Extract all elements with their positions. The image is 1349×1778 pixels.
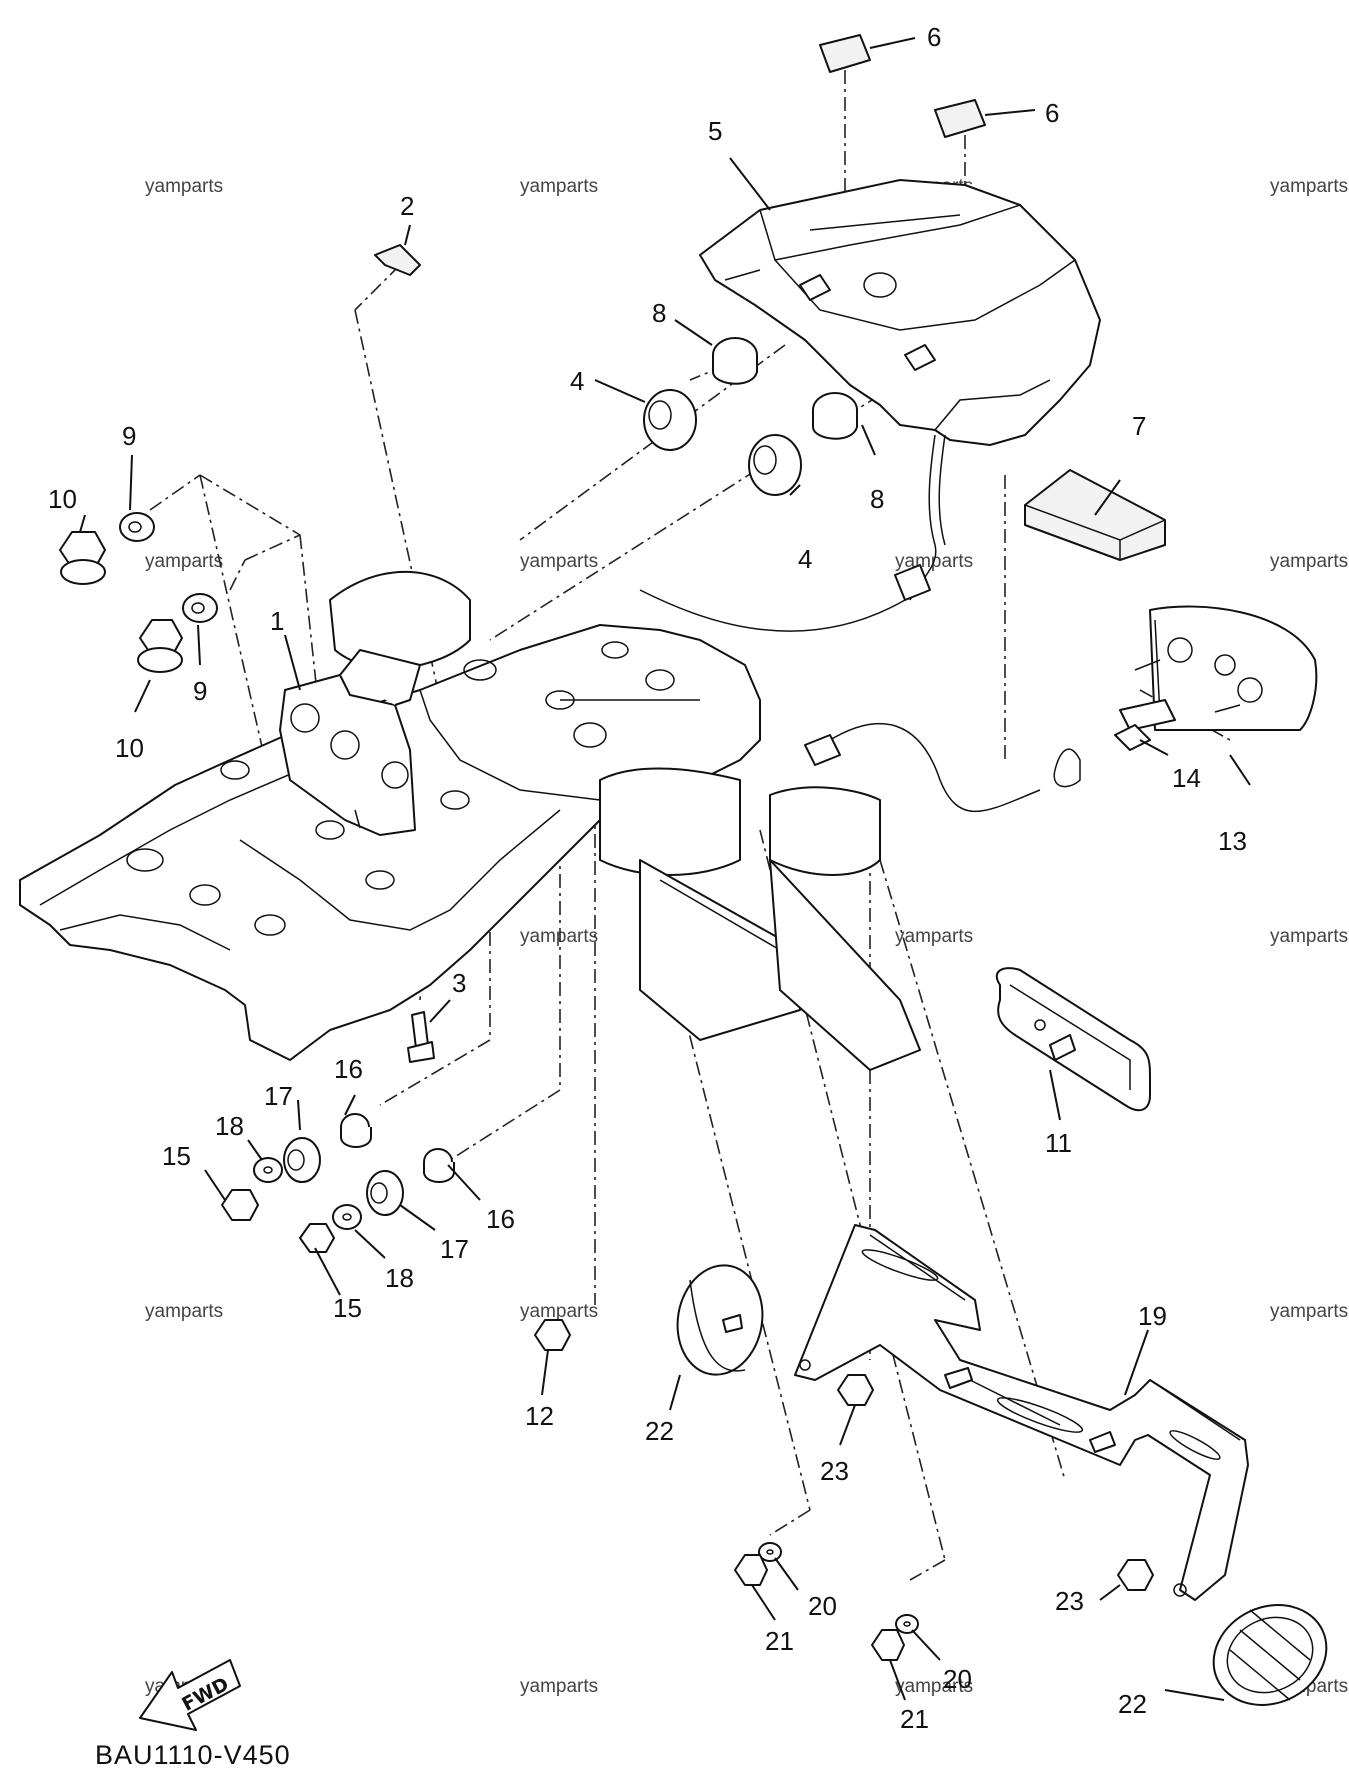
wiring	[639, 434, 1041, 812]
washer-part-9	[119, 512, 218, 623]
callout-3: 3	[452, 968, 466, 998]
callout-1: 1	[270, 606, 284, 636]
callout-18: 18	[385, 1263, 414, 1293]
callout-9: 9	[193, 676, 207, 706]
watermark: yamparts	[520, 926, 598, 947]
collar-part-8	[712, 337, 858, 440]
grommet-part-4	[643, 389, 802, 496]
watermark: yamparts	[145, 1301, 223, 1322]
forward-arrow-icon: FWD	[139, 1659, 241, 1731]
callout-12: 12	[525, 1401, 554, 1431]
callout-15: 15	[162, 1141, 191, 1171]
callout-6: 6	[1045, 98, 1059, 128]
callout-10: 10	[48, 484, 77, 514]
watermark: yamparts	[520, 551, 598, 572]
callout-17: 17	[440, 1234, 469, 1264]
callout-20: 20	[808, 1591, 837, 1621]
hardware-parts-20-23	[734, 1374, 1154, 1661]
callout-9: 9	[122, 421, 136, 451]
callout-20: 20	[943, 1664, 972, 1694]
callout-22: 22	[645, 1416, 674, 1446]
callout-23: 23	[820, 1456, 849, 1486]
nut-part-12	[534, 1319, 571, 1351]
watermark: yamparts	[1270, 176, 1348, 197]
watermark: yamparts	[895, 926, 973, 947]
clip-part-2	[374, 244, 421, 276]
callout-19: 19	[1138, 1301, 1167, 1331]
callout-6: 6	[927, 22, 941, 52]
callout-21: 21	[765, 1626, 794, 1656]
watermark: yamparts	[520, 176, 598, 197]
watermark: yamparts	[1270, 926, 1348, 947]
watermark: yamparts	[895, 1676, 973, 1697]
watermark: yamparts	[1270, 1301, 1348, 1322]
leader-lines	[79, 37, 1251, 1701]
bracket-part-1	[279, 649, 421, 836]
reflector-part-11	[995, 967, 1151, 1112]
callout-10: 10	[115, 733, 144, 763]
watermark: yamparts	[1270, 551, 1348, 572]
callout-8: 8	[870, 484, 884, 514]
callout-14: 14	[1172, 763, 1201, 793]
tail-light-part-5	[699, 179, 1101, 446]
diagram-code: BAU1110-V450	[95, 1740, 291, 1770]
hardware-parts-15-18	[221, 1113, 455, 1253]
callout-13: 13	[1218, 826, 1247, 856]
callout-23: 23	[1055, 1586, 1084, 1616]
callout-4: 4	[570, 366, 584, 396]
callout-8: 8	[652, 298, 666, 328]
callout-21: 21	[900, 1704, 929, 1734]
marker-light-part-13	[1053, 605, 1318, 788]
pad-part-6	[819, 34, 986, 138]
callout-22: 22	[1118, 1689, 1147, 1719]
callout-labels: 6 6 5 2 8 4 7 8 4 9 10 1 9 10 14 13 3 11…	[48, 22, 1247, 1734]
callout-5: 5	[708, 116, 722, 146]
callout-16: 16	[486, 1204, 515, 1234]
callout-17: 17	[264, 1081, 293, 1111]
bracket-part-19	[794, 1224, 1249, 1601]
callout-11: 11	[1045, 1128, 1072, 1158]
callout-4: 4	[798, 544, 812, 574]
watermark: yamparts	[520, 1676, 598, 1697]
screw-part-3	[407, 1011, 435, 1063]
callout-15: 15	[333, 1293, 362, 1323]
callout-7: 7	[1132, 411, 1146, 441]
bulb-part-14	[1114, 724, 1151, 751]
watermark: yamparts	[145, 176, 223, 197]
watermark: yamparts	[145, 551, 223, 572]
callout-18: 18	[215, 1111, 244, 1141]
reflector-part-22	[676, 1264, 1328, 1706]
nut-part-10	[59, 531, 183, 673]
rear-fender	[19, 570, 921, 1071]
callout-16: 16	[334, 1054, 363, 1084]
watermark: yamparts	[520, 1301, 598, 1322]
callout-2: 2	[400, 191, 414, 221]
